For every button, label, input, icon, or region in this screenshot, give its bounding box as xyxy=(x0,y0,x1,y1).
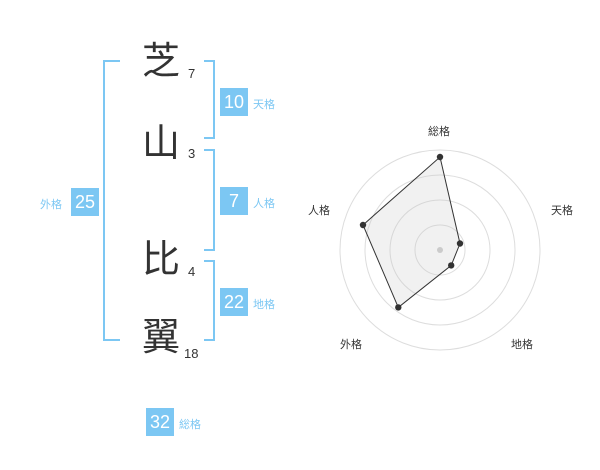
tenkaku-label: 天格 xyxy=(253,98,275,111)
soukaku-badge: 32 xyxy=(146,408,174,436)
radar-label-gaikaku: 外格 xyxy=(340,338,362,351)
radar-point-1 xyxy=(436,153,444,161)
stroke-count-2: 3 xyxy=(188,146,196,161)
radar-polygon xyxy=(362,156,461,309)
gaikaku-bracket xyxy=(103,60,120,341)
tenkaku-bracket xyxy=(204,60,215,139)
radar-label-soukaku: 総格 xyxy=(428,125,450,138)
chikaku-bracket xyxy=(204,260,215,341)
stroke-count-3: 4 xyxy=(188,264,196,279)
tenkaku-badge: 10 xyxy=(220,88,248,116)
radar-point-5 xyxy=(359,221,367,229)
radar-ring xyxy=(389,199,491,301)
radar-point-4 xyxy=(395,304,402,311)
name-char-3: 比 xyxy=(142,237,181,281)
radar-label-chikaku: 地格 xyxy=(511,338,533,351)
gaikaku-badge: 25 xyxy=(71,188,99,216)
radar-point-2 xyxy=(456,240,464,247)
radar-ring xyxy=(339,149,541,351)
jinkaku-label: 人格 xyxy=(253,197,275,210)
stroke-count-4: 18 xyxy=(184,346,199,361)
name-char-1: 芝 xyxy=(142,39,181,83)
radar-label-tenkaku: 天格 xyxy=(551,204,573,217)
chikaku-label: 地格 xyxy=(253,298,275,311)
name-char-4: 翼 xyxy=(142,315,181,359)
soukaku-label: 総格 xyxy=(179,418,201,431)
radar-ring xyxy=(414,224,466,276)
stroke-count-1: 7 xyxy=(188,66,196,81)
radar-label-jinkaku: 人格 xyxy=(308,204,330,217)
radar-point-3 xyxy=(448,262,455,269)
radar-center xyxy=(437,247,443,253)
jinkaku-badge: 7 xyxy=(220,187,248,215)
chikaku-badge: 22 xyxy=(220,288,248,316)
radar-ring xyxy=(364,174,516,326)
gaikaku-label: 外格 xyxy=(40,198,62,211)
name-char-2: 山 xyxy=(142,121,181,165)
jinkaku-bracket xyxy=(204,149,215,251)
